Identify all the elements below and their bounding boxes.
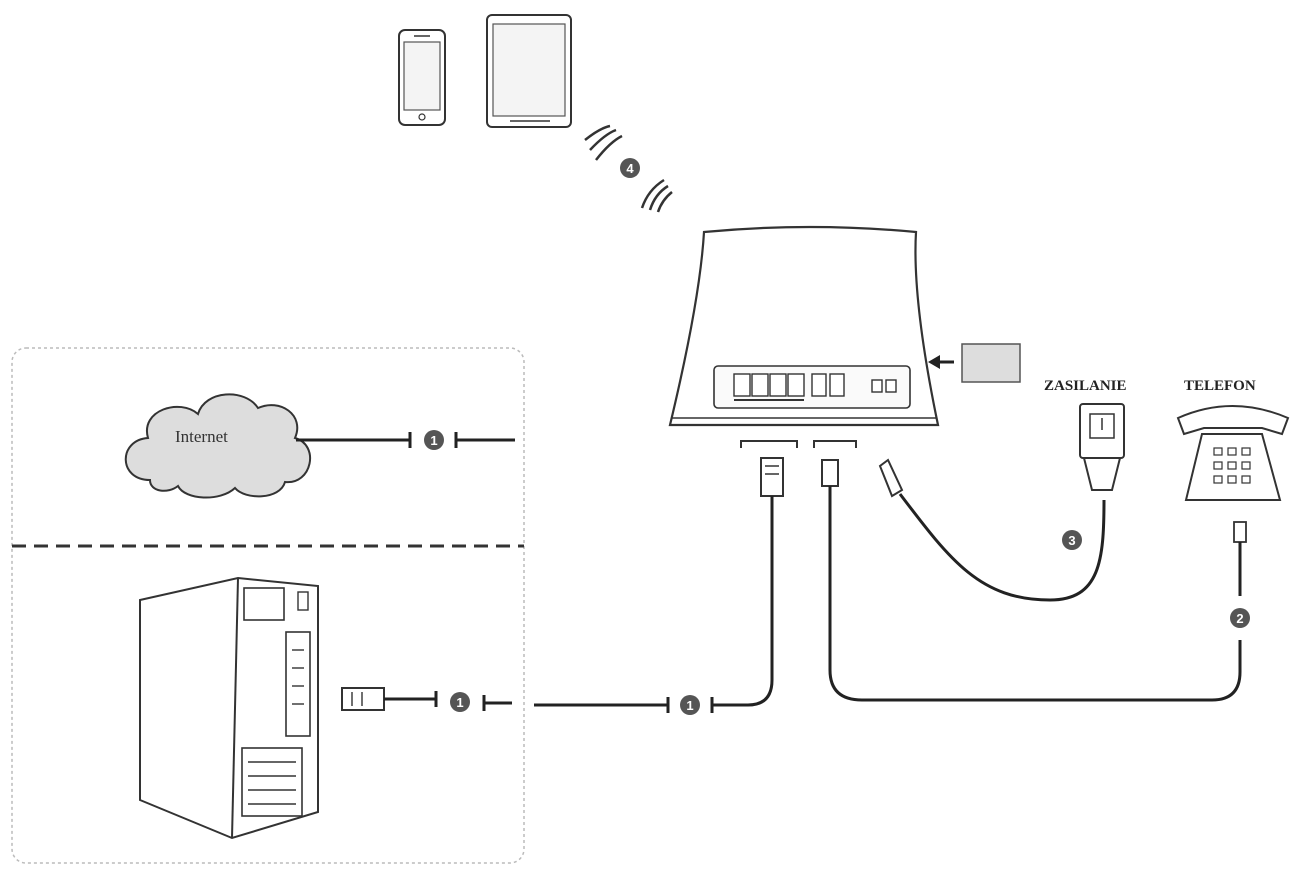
phone-jack-icon <box>1233 521 1247 543</box>
step-badge-1b: 1 <box>450 692 470 712</box>
internet-label: Internet <box>175 427 228 446</box>
step-badge-1a: 1 <box>424 430 444 450</box>
router-icon <box>668 225 940 427</box>
step-badge-2: 2 <box>1230 608 1250 628</box>
svg-text:1: 1 <box>456 695 463 710</box>
svg-text:3: 3 <box>1068 533 1075 548</box>
pc-tower-icon <box>139 576 319 840</box>
telephone-icon <box>1176 405 1290 501</box>
lan-cable <box>712 496 774 707</box>
phone-plug-icon <box>821 459 839 487</box>
wifi-signal-icon <box>584 124 673 213</box>
step-badge-3: 3 <box>1062 530 1082 550</box>
step-badge-1c: 1 <box>680 695 700 715</box>
tablet-icon <box>486 14 572 128</box>
svg-text:1: 1 <box>430 433 437 448</box>
svg-text:4: 4 <box>626 161 634 176</box>
router-ports <box>733 373 897 397</box>
power-label: ZASILANIE <box>1044 378 1127 394</box>
insert-arrow-icon <box>928 355 954 369</box>
svg-text:2: 2 <box>1236 611 1243 626</box>
power-adapter-icon <box>1079 403 1125 491</box>
phone-label: TELEFON <box>1184 378 1256 394</box>
lan-brace <box>740 440 798 448</box>
phone-brace <box>813 440 857 448</box>
svg-text:1: 1 <box>686 698 693 713</box>
internet-cloud: Internet <box>124 393 312 499</box>
power-plug-icon <box>878 458 904 498</box>
power-cable <box>898 493 1106 602</box>
phone-line-cable <box>828 486 1242 702</box>
step-badge-4: 4 <box>620 158 640 178</box>
sim-card-icon <box>961 343 1021 383</box>
pc-lan-plug-icon <box>341 687 385 711</box>
network-zone-frame <box>11 347 525 864</box>
lan-plug-icon <box>760 457 784 497</box>
smartphone-icon <box>398 29 446 126</box>
